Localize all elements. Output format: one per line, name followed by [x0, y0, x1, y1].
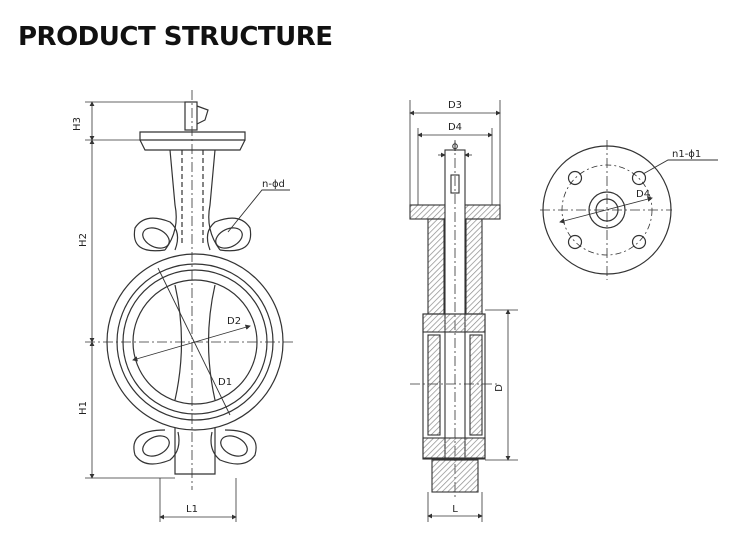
d1-label: D1 — [218, 377, 232, 388]
flange-view — [540, 140, 718, 280]
lower-right-lug-hole — [220, 435, 248, 457]
d2-dimension-line — [132, 324, 251, 362]
side-neck-left-wall — [427, 218, 445, 315]
d1-dimension-line — [157, 267, 231, 416]
flange-bolt-hole-1 — [567, 170, 583, 186]
d4-flange-label: D4 — [636, 189, 650, 200]
front-dimensions — [85, 101, 237, 522]
phi-label: ϕ — [452, 141, 459, 152]
side-seat-left — [427, 334, 441, 436]
h2-label: H2 — [78, 233, 89, 247]
side-lower-bushing — [422, 437, 486, 459]
n1-phi1-label: n1-ϕ1 — [672, 149, 701, 160]
flange-bolt-hole-3 — [567, 234, 583, 250]
front-view — [85, 90, 295, 490]
upper-right-lug — [206, 217, 252, 252]
flange-bolt-hole-4 — [631, 234, 647, 250]
side-seat-right — [469, 334, 483, 436]
side-bottom-cap — [431, 459, 479, 493]
bottom-boss — [174, 428, 216, 475]
lower-left-lug-hole — [142, 435, 170, 457]
disc-edge-left — [174, 284, 183, 401]
side-upper-bushing — [422, 313, 486, 333]
lower-right-lug — [210, 429, 257, 465]
l-label: L — [452, 504, 458, 515]
h3-label: H3 — [72, 117, 83, 131]
d2-label: D2 — [227, 316, 241, 327]
flange-d4-dimension — [559, 196, 653, 224]
page-title: PRODUCT STRUCTURE — [18, 22, 333, 52]
side-neck-right-wall — [465, 218, 483, 315]
stem-top — [184, 101, 198, 131]
n-phi-d-label: n-ϕd — [262, 179, 285, 190]
top-flange-skirt — [139, 139, 246, 151]
stem-key — [196, 105, 209, 125]
upper-right-lug-hole — [215, 227, 243, 249]
n1-phi1-leader — [642, 159, 718, 175]
upper-left-lug — [133, 217, 179, 252]
side-view — [409, 140, 501, 500]
h1-label: H1 — [78, 401, 89, 415]
lower-left-lug — [133, 429, 180, 465]
l1-label: L1 — [186, 504, 198, 515]
top-flange — [139, 131, 246, 141]
d3-label: D3 — [448, 100, 462, 111]
side-dimensions — [409, 100, 518, 522]
d4-side-label: D4 — [448, 122, 462, 133]
d-label: D — [494, 384, 505, 392]
n-phi-d-leader — [227, 189, 290, 233]
upper-left-lug-hole — [142, 227, 170, 249]
flange-bolt-hole-2 — [631, 170, 647, 186]
